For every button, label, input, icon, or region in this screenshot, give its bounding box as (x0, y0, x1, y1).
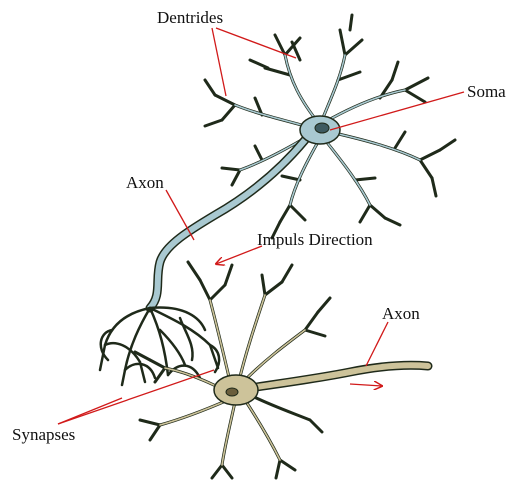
impulse-arrow (216, 246, 262, 264)
soma-pointer (330, 92, 464, 130)
soma-label: Soma (467, 83, 506, 100)
upper-nucleus (315, 123, 329, 133)
impulse-direction-label: Impuls Direction (257, 231, 373, 248)
dendrites-label: Dentrides (157, 9, 223, 26)
axon-label-upper: Axon (126, 174, 164, 191)
dendrites-pointer-1 (212, 28, 226, 96)
dendrites-pointer-2 (216, 28, 296, 58)
axon-lower-pointer (366, 322, 388, 366)
axon-label-lower: Axon (382, 305, 420, 322)
synapses-pointer-2 (58, 398, 122, 424)
lower-neuron (135, 262, 428, 478)
lower-dendrites (135, 262, 330, 478)
upper-neuron (100, 15, 455, 385)
synapses-label: Synapses (12, 426, 75, 443)
lower-direction-arrow (350, 384, 382, 386)
lower-nucleus (226, 388, 238, 396)
